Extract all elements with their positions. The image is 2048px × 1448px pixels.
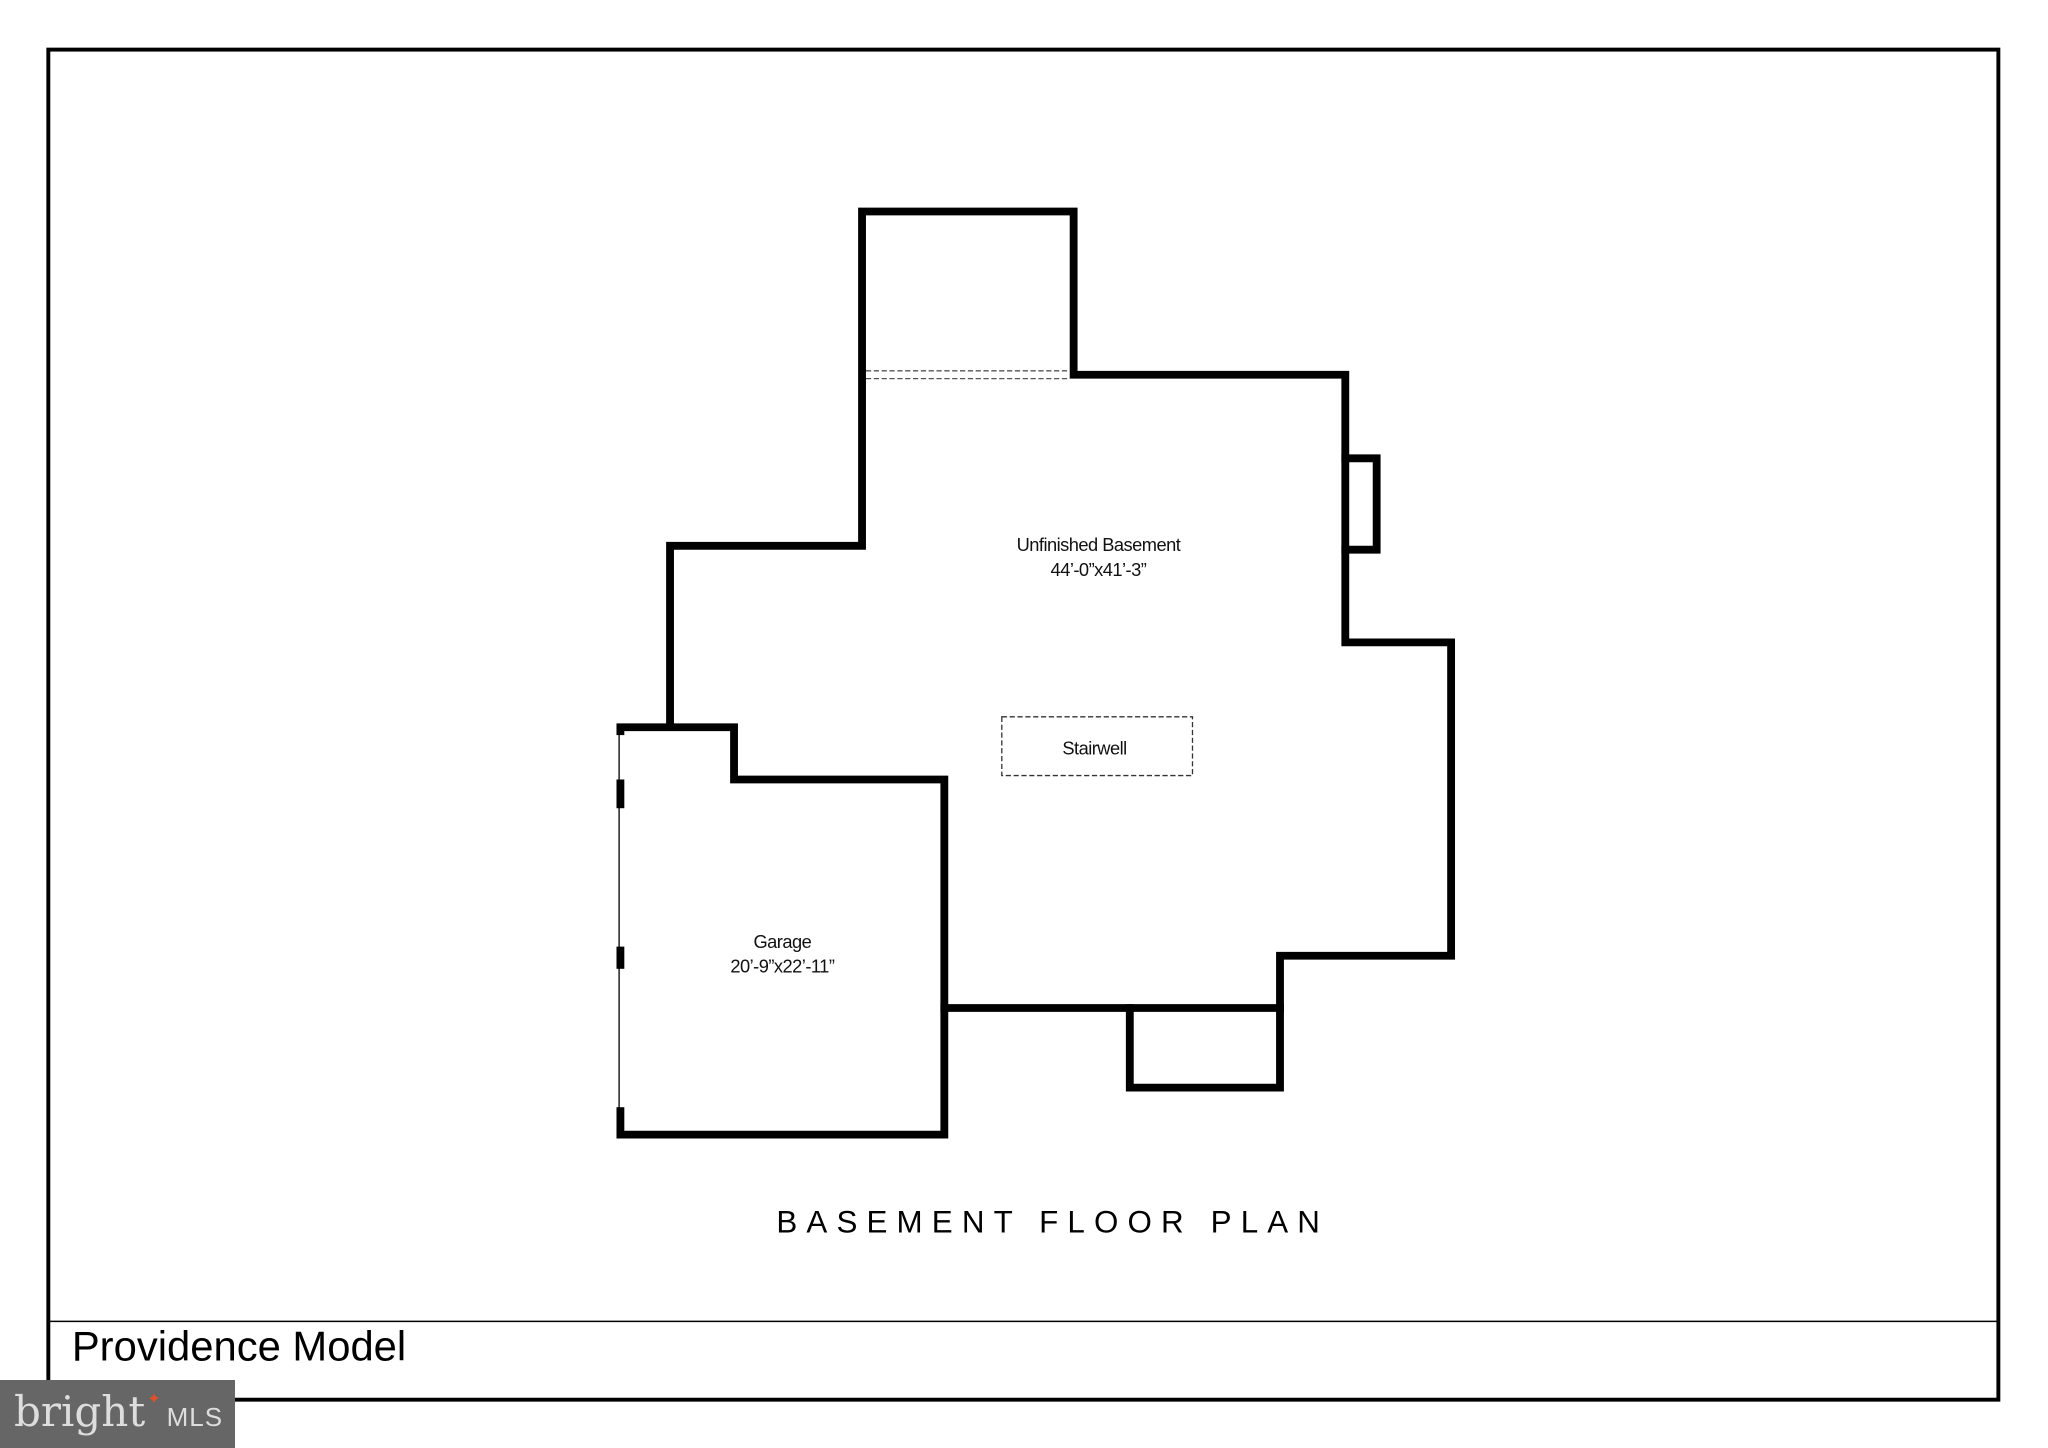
star-icon: ✦ <box>147 1391 161 1408</box>
stairwell <box>1001 716 1194 777</box>
watermark-suffix: MLS <box>166 1402 224 1432</box>
room-name-basement: Unfinished Basement <box>1017 534 1181 555</box>
room-size-garage: 20’-9”x22’-11” <box>730 956 834 977</box>
sheet-border <box>46 47 2001 1402</box>
floor-plan: Stairwell Unfinished Basement 44’-0”x41’… <box>616 207 1456 1139</box>
bright-mls-watermark: bright ✦ MLS <box>0 1380 236 1448</box>
opening-dashed-line <box>865 370 1070 380</box>
bump-out-bottom <box>1125 1004 1284 1092</box>
watermark-brand: bright <box>14 1387 146 1436</box>
bump-out-right <box>1341 454 1381 554</box>
stairwell-label: Stairwell <box>1062 738 1126 759</box>
garage-door-posts <box>616 724 625 1136</box>
basement-walls <box>666 207 1456 1012</box>
plan-title: BASEMENT FLOOR PLAN <box>776 1205 1329 1240</box>
model-name: Providence Model <box>72 1323 406 1370</box>
room-name-garage: Garage <box>753 931 811 952</box>
room-size-basement: 44’-0”x41’-3” <box>1051 559 1147 580</box>
garage-walls <box>616 723 949 1139</box>
